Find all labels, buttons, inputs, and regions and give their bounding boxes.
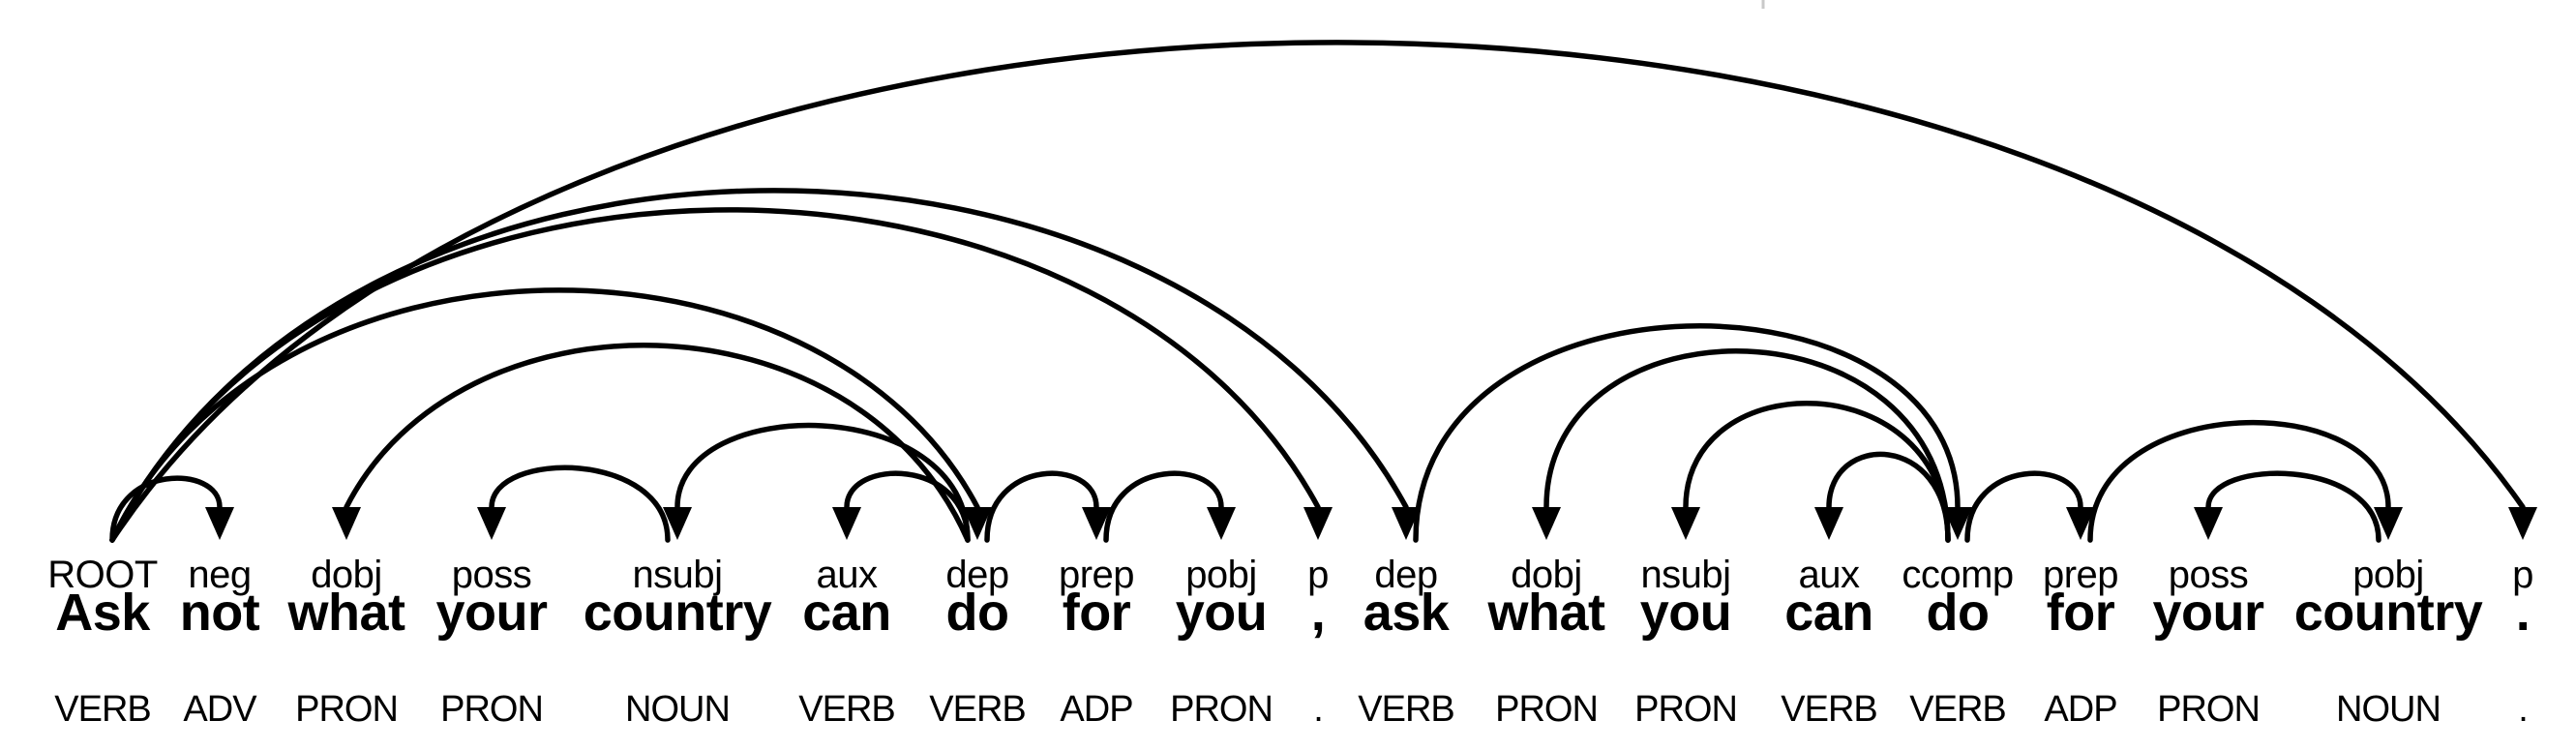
dependency-arc-poss-2 (489, 465, 671, 543)
dep-label-3: poss (451, 554, 532, 596)
dependency-arc-dep-9 (109, 188, 1409, 543)
arrow-head-pobj-7 (1207, 507, 1236, 540)
pos-tag-1: ADV (183, 689, 256, 730)
dep-label-5: aux (816, 554, 879, 596)
pos-tag-5: VERB (798, 689, 895, 730)
arrow-head-dobj-1 (332, 507, 361, 540)
word-3: your (435, 584, 548, 642)
pos-tag-16: PRON (2157, 689, 2261, 730)
dependency-arc-p-17 (109, 40, 2526, 543)
arrow-head-poss-2 (477, 507, 506, 540)
arrow-head-dep-9 (1392, 507, 1421, 540)
dep-label-2: dobj (311, 554, 382, 596)
pos-tag-11: PRON (1495, 689, 1599, 730)
arrow-head-prep-6 (1082, 507, 1111, 540)
dep-label-16: poss (2168, 554, 2249, 596)
pos-tag-18: . (2518, 689, 2529, 730)
pos-tag-7: ADP (1060, 689, 1133, 730)
dep-label-11: dobj (1511, 554, 1582, 596)
word-9: , (1310, 584, 1326, 642)
pos-tag-0: VERB (54, 689, 151, 730)
word-17: country (2293, 584, 2483, 642)
arrow-head-poss-15 (2194, 507, 2223, 540)
pos-tag-14: VERB (1909, 689, 2006, 730)
pos-tag-15: ADP (2044, 689, 2117, 730)
pos-tag-12: PRON (1634, 689, 1738, 730)
dependency-arc-aux-4 (844, 470, 971, 543)
pos-tag-13: VERB (1781, 689, 1877, 730)
word-10: ask (1363, 584, 1450, 642)
dep-label-6: dep (945, 554, 1009, 596)
arrow-head-prep-14 (2066, 507, 2095, 540)
pos-tag-10: VERB (1358, 689, 1454, 730)
dependency-arc-dobj-10 (1543, 348, 1951, 543)
pos-tag-2: PRON (295, 689, 399, 730)
dep-label-18: p (2512, 554, 2533, 596)
dep-label-1: neg (188, 554, 252, 596)
arrow-head-dep-5 (963, 507, 992, 540)
dependency-arc-prep-14 (1964, 470, 2083, 543)
pos-tag-4: NOUN (625, 689, 731, 730)
pos-tag-3: PRON (440, 689, 544, 730)
dependency-arc-ccomp-13 (1413, 323, 1961, 543)
dependency-arc-nsubj-3 (674, 422, 971, 543)
arrow-head-dobj-10 (1532, 507, 1561, 540)
pos-tag-9: . (1313, 689, 1324, 730)
dep-label-15: prep (2042, 554, 2119, 596)
word-16: your (2152, 584, 2264, 642)
dep-label-14: ccomp (1902, 554, 2014, 596)
dep-label-8: pobj (1185, 554, 1257, 596)
word-11: what (1487, 584, 1605, 642)
word-12: you (1639, 584, 1732, 642)
arrow-head-nsubj-11 (1671, 507, 1700, 540)
word-5: can (802, 584, 891, 642)
word-14: do (1926, 584, 1990, 642)
word-2: what (287, 584, 405, 642)
dep-label-9: p (1307, 554, 1329, 596)
dependency-arc-neg-0 (109, 475, 223, 543)
dep-label-12: nsubj (1640, 554, 1731, 596)
word-7: for (1062, 584, 1131, 642)
dep-label-17: pobj (2352, 554, 2424, 596)
screenshot-artifact-tick (1761, 0, 1765, 9)
dependency-arc-pobj-7 (1103, 470, 1224, 543)
arrow-head-neg-0 (205, 507, 234, 540)
arrow-head-aux-12 (1814, 507, 1843, 540)
arrow-head-pobj-16 (2374, 507, 2403, 540)
word-4: country (583, 584, 772, 642)
dependency-arc-pobj-16 (2087, 419, 2391, 543)
pos-tag-8: PRON (1170, 689, 1273, 730)
word-15: for (2046, 584, 2115, 642)
word-18: . (2515, 584, 2531, 642)
arrow-head-p-17 (2508, 507, 2537, 540)
word-0: Ask (55, 584, 150, 642)
dependency-arc-aux-12 (1826, 451, 1951, 543)
word-1: not (179, 584, 260, 642)
pos-tag-17: NOUN (2336, 689, 2441, 730)
dep-label-10: dep (1374, 554, 1438, 596)
dep-label-13: aux (1798, 554, 1861, 596)
dependency-arc-nsubj-11 (1683, 400, 1951, 543)
word-13: can (1784, 584, 1873, 642)
dependency-arc-dep-5 (109, 287, 980, 543)
arrow-head-nsubj-3 (663, 507, 692, 540)
arrow-head-aux-4 (832, 507, 861, 540)
word-8: you (1175, 584, 1268, 642)
dependency-arc-p-8 (109, 207, 1321, 543)
arrow-head-ccomp-13 (1943, 507, 1972, 540)
dep-label-4: nsubj (632, 554, 723, 596)
dep-label-7: prep (1058, 554, 1135, 596)
arrow-head-p-8 (1303, 507, 1333, 540)
dependency-arc-dobj-1 (344, 343, 971, 543)
word-6: do (945, 584, 1009, 642)
dependency-arc-poss-15 (2205, 470, 2381, 543)
dependency-arc-prep-6 (984, 470, 1099, 543)
pos-tag-6: VERB (929, 689, 1026, 730)
dep-label-0: ROOT (47, 554, 158, 596)
